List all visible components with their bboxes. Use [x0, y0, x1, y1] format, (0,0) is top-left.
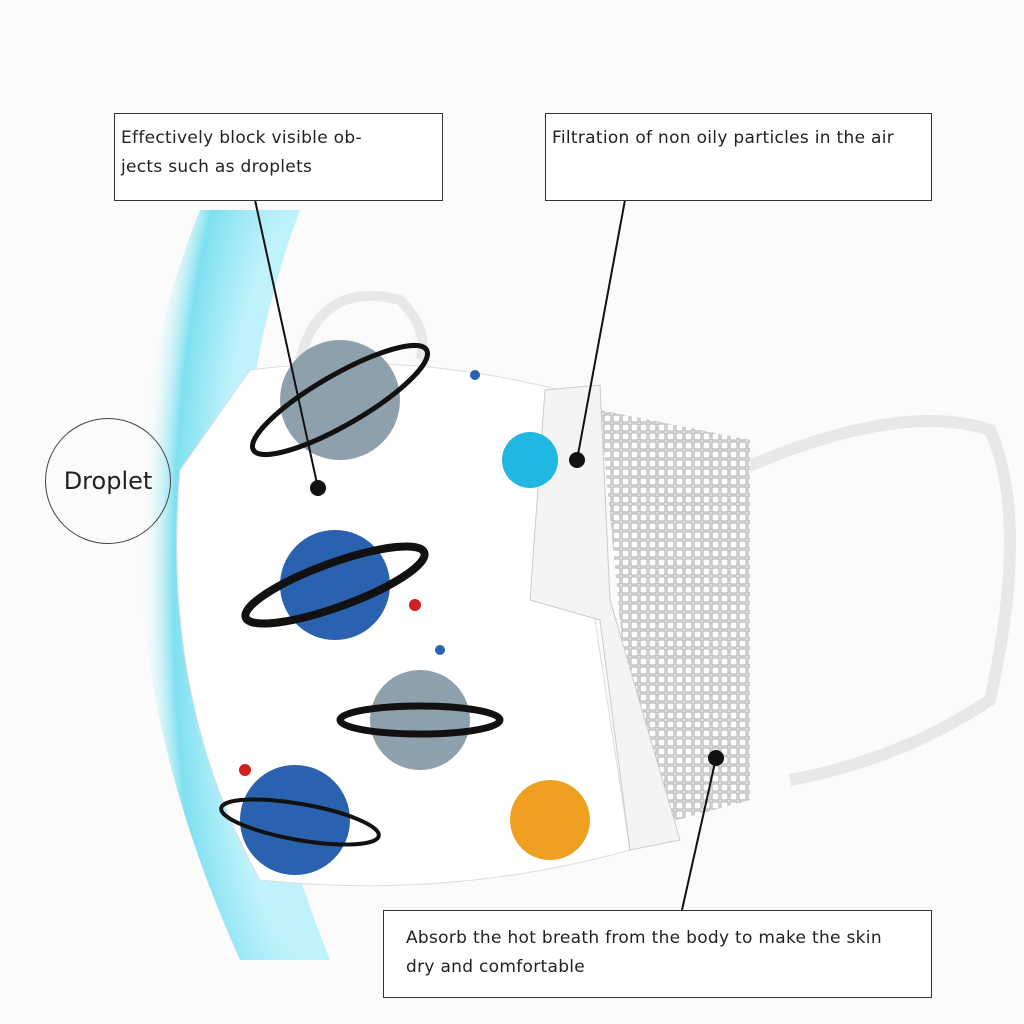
droplet-label: Droplet — [45, 418, 171, 544]
pointer-dot — [708, 750, 724, 766]
ear-loop-right — [737, 415, 1016, 786]
callout-middle-layer: Filtration of non oily particles in the … — [545, 113, 932, 201]
callout-leaders — [254, 199, 717, 911]
ear-loop-left — [295, 291, 428, 362]
mask-edge-band — [529, 384, 681, 851]
callout-inner-layer: Absorb the hot breath from the body to m… — [383, 910, 932, 998]
pointer-dot — [310, 480, 326, 496]
callout-outer-layer: Effectively block visible ob- jects such… — [114, 113, 443, 201]
pointer-dot — [569, 452, 585, 468]
planet-pattern — [219, 340, 590, 875]
